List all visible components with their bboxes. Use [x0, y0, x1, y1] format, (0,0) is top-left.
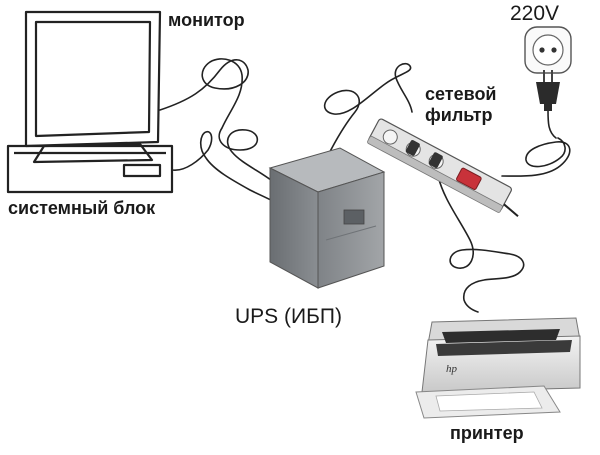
monitor-icon — [24, 10, 162, 164]
ups-icon — [268, 147, 386, 289]
power-strip-icon — [367, 118, 519, 218]
system-unit-label: системный блок — [8, 198, 156, 218]
system-unit-icon — [6, 144, 174, 194]
wall-socket-icon — [524, 26, 572, 74]
monitor-label: монитор — [168, 10, 245, 30]
printer-brand-logo: hp — [446, 363, 458, 375]
power-filter-label-line1: сетевой — [425, 84, 497, 104]
power-filter-label-line2: фильтр — [425, 105, 493, 125]
printer-label: принтер — [450, 423, 524, 443]
power-filter-label: сетевой фильтр — [425, 84, 497, 126]
ups-label: UPS (ИБП) — [235, 305, 342, 328]
voltage-label: 220V — [510, 2, 560, 25]
printer-icon: hp — [415, 317, 581, 419]
cables — [159, 58, 571, 313]
power-plug-icon — [536, 70, 560, 111]
